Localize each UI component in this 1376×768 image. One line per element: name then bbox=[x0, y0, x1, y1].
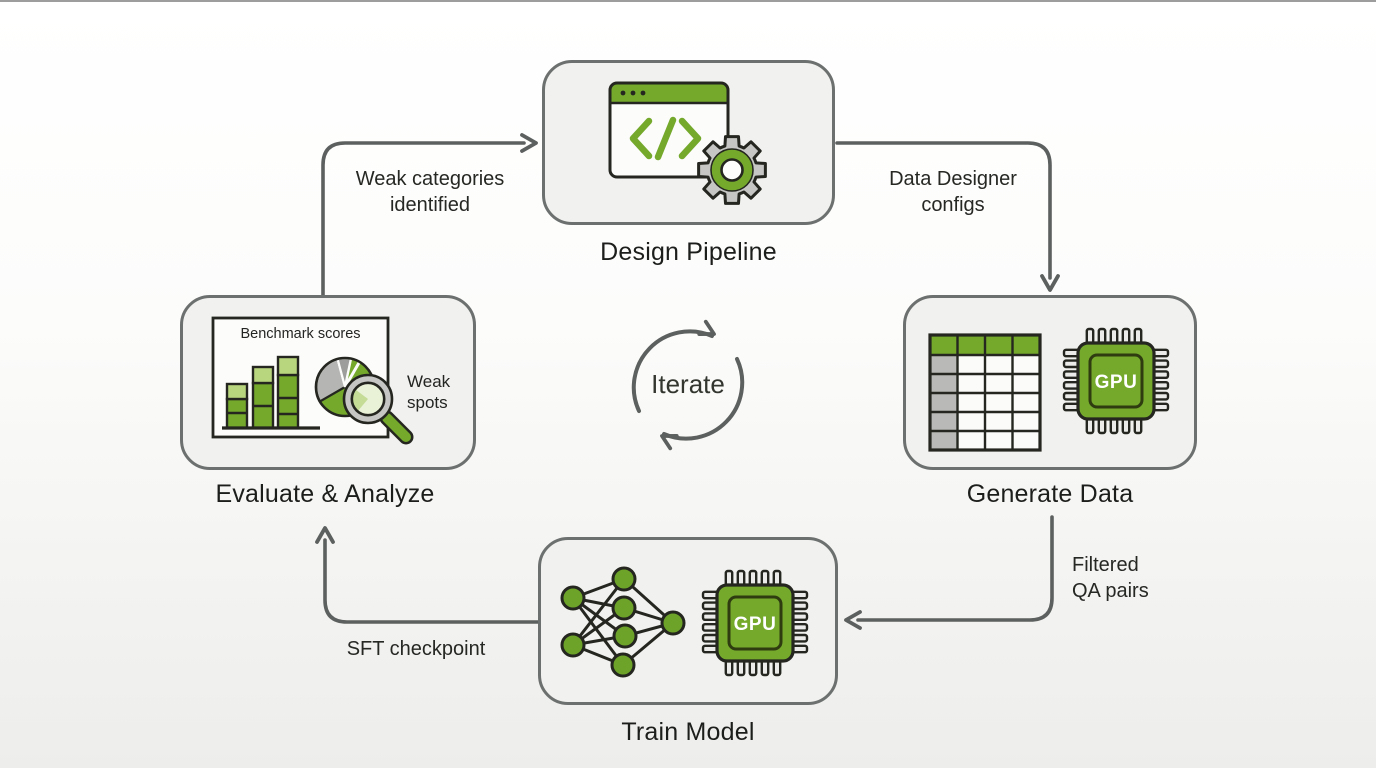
browser-code-window-icon bbox=[608, 81, 729, 178]
generate-data-icons: GPU bbox=[927, 327, 1169, 452]
chip-inner bbox=[727, 595, 782, 650]
browser-dots bbox=[620, 90, 645, 95]
benchmark-scores-title: Benchmark scores bbox=[240, 326, 361, 342]
edge-label-data-designer: Data Designer configs bbox=[889, 168, 1017, 217]
cycle-arrows-icon bbox=[631, 319, 745, 451]
node-label-generate-data: Generate Data bbox=[966, 480, 1134, 508]
magnifier-handle bbox=[381, 412, 411, 442]
gpu-chip-icon: GPU bbox=[1062, 327, 1169, 434]
code-glyph bbox=[629, 116, 701, 160]
bar-chart-icon bbox=[221, 355, 320, 430]
edge-label-sft-checkpoint: SFT checkpoint bbox=[346, 638, 486, 660]
weak-spots-label: Weak spots bbox=[407, 372, 451, 413]
top-border-line bbox=[0, 0, 1376, 2]
gpu-chip-icon: GPU bbox=[701, 569, 808, 676]
node-label-train-model: Train Model bbox=[621, 718, 755, 746]
arrowhead-up bbox=[315, 526, 335, 544]
chip-inner bbox=[1088, 353, 1143, 408]
design-pipeline-icons bbox=[608, 81, 767, 205]
gear-icon bbox=[696, 134, 767, 205]
gpu-chip-label: GPU bbox=[1094, 372, 1137, 393]
node-train-model: GPU bbox=[538, 537, 838, 705]
node-design-pipeline bbox=[542, 60, 835, 225]
magnifier-icon bbox=[342, 373, 413, 444]
iterate-label: Iterate bbox=[651, 369, 725, 399]
arrowhead-left bbox=[844, 610, 862, 630]
edge-label-filtered-qa: Filtered QA pairs bbox=[1072, 554, 1149, 603]
evaluate-analyze-icons bbox=[211, 316, 413, 444]
arrowhead-down bbox=[1040, 274, 1060, 292]
neural-network-icon bbox=[560, 566, 685, 677]
node-evaluate-analyze bbox=[180, 295, 476, 470]
arrowhead-right bbox=[520, 133, 538, 153]
gpu-chip-label: GPU bbox=[733, 614, 776, 635]
train-model-icons: GPU bbox=[560, 566, 808, 677]
data-table-icon bbox=[927, 332, 1042, 452]
edge-train-to-evaluate bbox=[323, 538, 540, 624]
magnifier-ring bbox=[343, 374, 392, 423]
edge-generate-to-train bbox=[856, 515, 1054, 622]
edge-evaluate-to-design bbox=[321, 141, 526, 297]
chip-pins bbox=[701, 569, 808, 676]
browser-header bbox=[609, 82, 728, 103]
edge-design-to-generate bbox=[835, 141, 1052, 280]
node-label-evaluate-analyze: Evaluate & Analyze bbox=[215, 480, 435, 508]
node-generate-data: GPU bbox=[903, 295, 1197, 470]
node-label-design-pipeline: Design Pipeline bbox=[600, 238, 777, 266]
edge-label-weak-categories: Weak categories identified bbox=[355, 168, 505, 217]
table-key-column bbox=[929, 354, 957, 450]
